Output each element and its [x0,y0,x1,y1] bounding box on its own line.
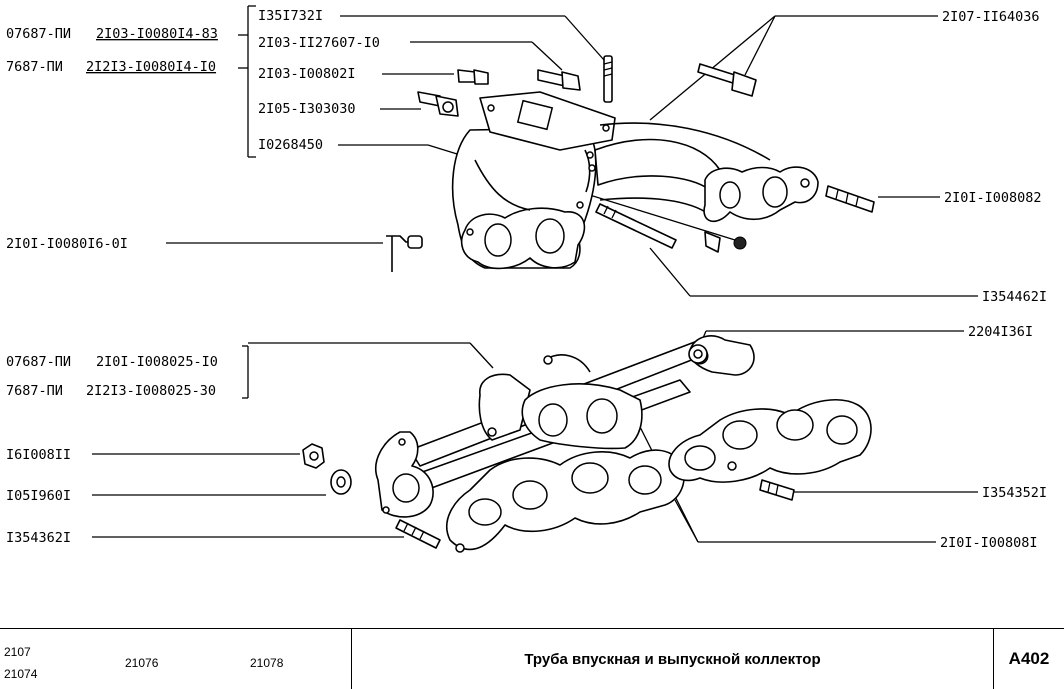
label-07687-top: 07687-ПИ [6,26,71,42]
intake-pipe-drawing [451,91,819,270]
label-10519601: I05I960I [6,488,71,504]
leader-2103-1127607-10-b [531,41,563,71]
model-2107: 2107 [4,645,31,659]
label-2107-1164036: 2I07-II64036 [942,9,1040,25]
leader-13517321-b [564,15,605,61]
label-2103-1008021: 2I03-I00802I [258,66,356,82]
label-2204136: 2204I36I [968,324,1033,340]
label-2101-1008025-10: 2I0I-I008025-I0 [96,354,218,370]
top-bracket [238,5,256,158]
label-2103-1008014-83: 2I03-I0080I4-83 [96,26,218,42]
model-21074: 21074 [4,667,38,681]
leader-2101-1008081-c [674,499,699,543]
title-block: 2107 21074 21076 21078 Труба впускная и … [0,628,1064,689]
bolt-2107-1164036 [697,63,757,97]
label-2101-1008082: 2I0I-I008082 [944,190,1042,206]
manifold-gasket-front [445,449,685,553]
nut-16100811 [302,443,325,469]
model-21076: 21076 [125,656,159,670]
leader-2107-1164036-b [744,15,776,76]
label-10268450: I0268450 [258,137,323,153]
exploded-parts-diagram: I35I732I 2I03-II27607-I0 2I03-I00802I 2I… [6,5,1047,553]
label-21213-1008014-10: 2I2I3-I0080I4-I0 [86,59,216,75]
label-13517321: I35I732I [258,8,323,24]
diagram-code: A402 [1008,649,1050,668]
label-13543621: I354362I [6,530,71,546]
stud-13543621 [395,519,441,549]
stud-13543521 [759,479,795,501]
label-7687-top: 7687-ПИ [6,59,63,75]
model-21078: 21078 [250,656,284,670]
diagram-title: Труба впускная и выпускной коллектор [352,629,994,689]
label-16100811: I6I008II [6,447,71,463]
stud-2101-1008082 [825,185,875,213]
stud-13517321 [603,55,613,103]
label-2103-1127607-10: 2I03-II27607-I0 [258,35,380,51]
fitting-2105-1303030 [417,91,459,117]
bracket-2101-1008016-01 [386,235,423,272]
label-13543521: I354352I [982,485,1047,501]
label-07687-bot: 07687-ПИ [6,354,71,370]
label-21213-1008025-30: 2I2I3-I008025-30 [86,383,216,399]
leader-13544621-b [649,247,691,297]
washer-2204136 [688,344,708,364]
stud-13544621 [595,203,677,249]
label-7687-bot: 7687-ПИ [6,383,63,399]
label-2101-1008016-01: 2I0I-I0080I6-0I [6,236,128,252]
bottom-bracket [242,342,494,399]
label-2105-1303030: 2I05-I303030 [258,101,356,117]
model-list: 2107 21074 21076 21078 [0,629,352,689]
intake-pipe-lower [521,354,643,450]
washer-10519601 [330,469,352,495]
label-13544621: I354462I [982,289,1047,305]
fitting-2103-1008021 [457,69,489,85]
manifold-gasket-rear [668,399,872,483]
label-2101-1008081: 2I0I-I00808I [940,535,1038,551]
fitting-2103-1127607-10 [537,69,581,91]
